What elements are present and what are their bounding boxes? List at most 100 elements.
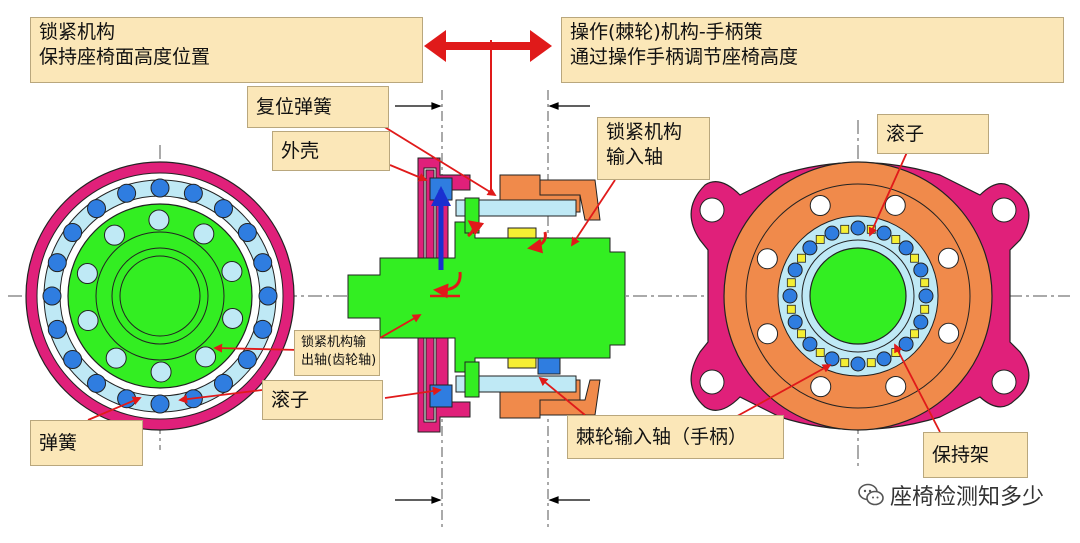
roller <box>824 351 840 367</box>
leader-lines <box>87 117 941 433</box>
bolt-hole <box>103 224 125 246</box>
spring-block <box>920 304 930 314</box>
roller <box>898 240 914 256</box>
operation-mechanism-line2: 通过操作手柄调节座椅高度 <box>570 46 799 68</box>
bolt-hole <box>937 247 959 269</box>
bolt-hole <box>885 375 907 397</box>
roller-right-label: 滚子 <box>877 114 989 154</box>
bolt-hole <box>150 361 172 383</box>
left-bolt-holes <box>76 209 244 383</box>
spring-label: 弹簧 <box>30 420 143 466</box>
roller <box>63 223 83 243</box>
spring-block <box>815 348 825 357</box>
bolt-hole <box>105 347 127 369</box>
bolt-hole <box>222 307 244 329</box>
bolt-hole <box>76 263 98 285</box>
bolt-hole <box>148 209 170 231</box>
spring-block <box>840 358 850 368</box>
roller <box>850 220 866 236</box>
bolt-hole <box>77 310 99 332</box>
right-rollers <box>782 220 934 372</box>
spring-block <box>786 304 796 314</box>
housing-label: 外壳 <box>272 131 390 171</box>
lock-output-shaft-line2: 出轴(齿轮轴) <box>301 353 377 368</box>
roller <box>87 199 107 219</box>
lock-mechanism-line1: 锁紧机构 <box>39 21 116 43</box>
bolt-hole <box>756 248 778 270</box>
lock-mechanism-line2: 保持座椅面高度位置 <box>39 46 211 68</box>
spring-block <box>920 278 930 288</box>
lock-output-shaft-line1: 锁紧机构输 <box>301 335 367 350</box>
roller <box>213 199 233 219</box>
operation-mechanism-line1: 操作(棘轮)机构-手柄策 <box>570 21 763 43</box>
roller <box>117 389 137 409</box>
roller <box>237 223 257 243</box>
bolt-hole <box>195 346 217 368</box>
spring-block <box>891 235 901 244</box>
roller-left-label: 滚子 <box>262 380 383 420</box>
spring-block <box>797 253 806 263</box>
bolt-hole <box>809 195 831 217</box>
lock-input-shaft-label: 锁紧机构 输入轴 <box>597 117 710 180</box>
roller <box>787 314 803 330</box>
roller <box>87 373 107 393</box>
bolt-hole <box>757 323 779 345</box>
bolt-hole <box>884 194 906 216</box>
bolt-hole <box>810 376 832 398</box>
spring-block <box>786 278 796 288</box>
roller <box>802 240 818 256</box>
cage-label: 保持架 <box>923 432 1028 478</box>
lock-input-shaft-line2: 输入轴 <box>606 146 664 168</box>
roller <box>47 253 67 273</box>
roller <box>824 225 840 241</box>
return-spring-label: 复位弹簧 <box>247 86 389 128</box>
bolt-hole <box>938 322 960 344</box>
roller <box>913 314 929 330</box>
watermark-text: 座椅检测知多少 <box>889 485 1044 510</box>
lock-output-shaft-label: 锁紧机构输 出轴(齿轮轴) <box>294 330 380 376</box>
roller <box>787 262 803 278</box>
lock-mechanism-label: 锁紧机构 保持座椅面高度位置 <box>30 17 423 83</box>
roller <box>850 356 866 372</box>
roller <box>213 373 233 393</box>
roller <box>876 225 892 241</box>
roller <box>802 336 818 352</box>
roller <box>63 349 83 369</box>
left-front-view <box>25 161 295 431</box>
roller <box>782 288 798 304</box>
ratchet-input-shaft-label: 棘轮输入轴（手柄） <box>567 415 784 459</box>
left-rollers <box>42 178 278 414</box>
roller <box>253 253 273 273</box>
watermark: 座椅检测知多少 <box>858 479 1044 511</box>
roller <box>183 183 203 203</box>
spring-block <box>866 358 876 368</box>
spring-block <box>840 224 850 234</box>
center-cross-section <box>347 157 626 433</box>
roller <box>47 319 67 339</box>
operation-mechanism-label: 操作(棘轮)机构-手柄策 通过操作手柄调节座椅高度 <box>561 17 1064 83</box>
lock-input-shaft-line1: 锁紧机构 <box>606 121 683 143</box>
right-front-view <box>690 161 1030 431</box>
roller <box>918 288 934 304</box>
wechat-icon <box>858 483 884 506</box>
roller <box>237 349 257 369</box>
motion-arrow <box>424 30 552 195</box>
roller <box>117 183 137 203</box>
roller <box>258 286 278 306</box>
right-bolt-holes <box>756 194 960 398</box>
spring-block <box>797 329 806 339</box>
spring-block <box>910 253 919 263</box>
roller <box>898 336 914 352</box>
dimension-marks <box>395 102 590 504</box>
roller <box>876 351 892 367</box>
spring-block <box>815 235 825 244</box>
spring-block <box>910 329 919 339</box>
roller <box>150 178 170 198</box>
roller <box>913 262 929 278</box>
bolt-hole <box>221 260 243 282</box>
roller <box>253 319 273 339</box>
roller <box>150 394 170 414</box>
bolt-hole <box>193 223 215 245</box>
roller <box>42 286 62 306</box>
